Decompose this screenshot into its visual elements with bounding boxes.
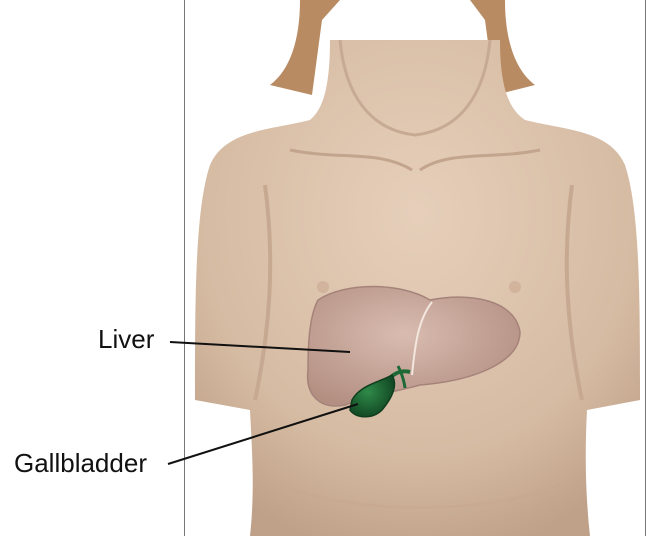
torso (195, 40, 640, 536)
liver-label: Liver (98, 326, 154, 352)
gallbladder-label: Gallbladder (14, 450, 147, 476)
